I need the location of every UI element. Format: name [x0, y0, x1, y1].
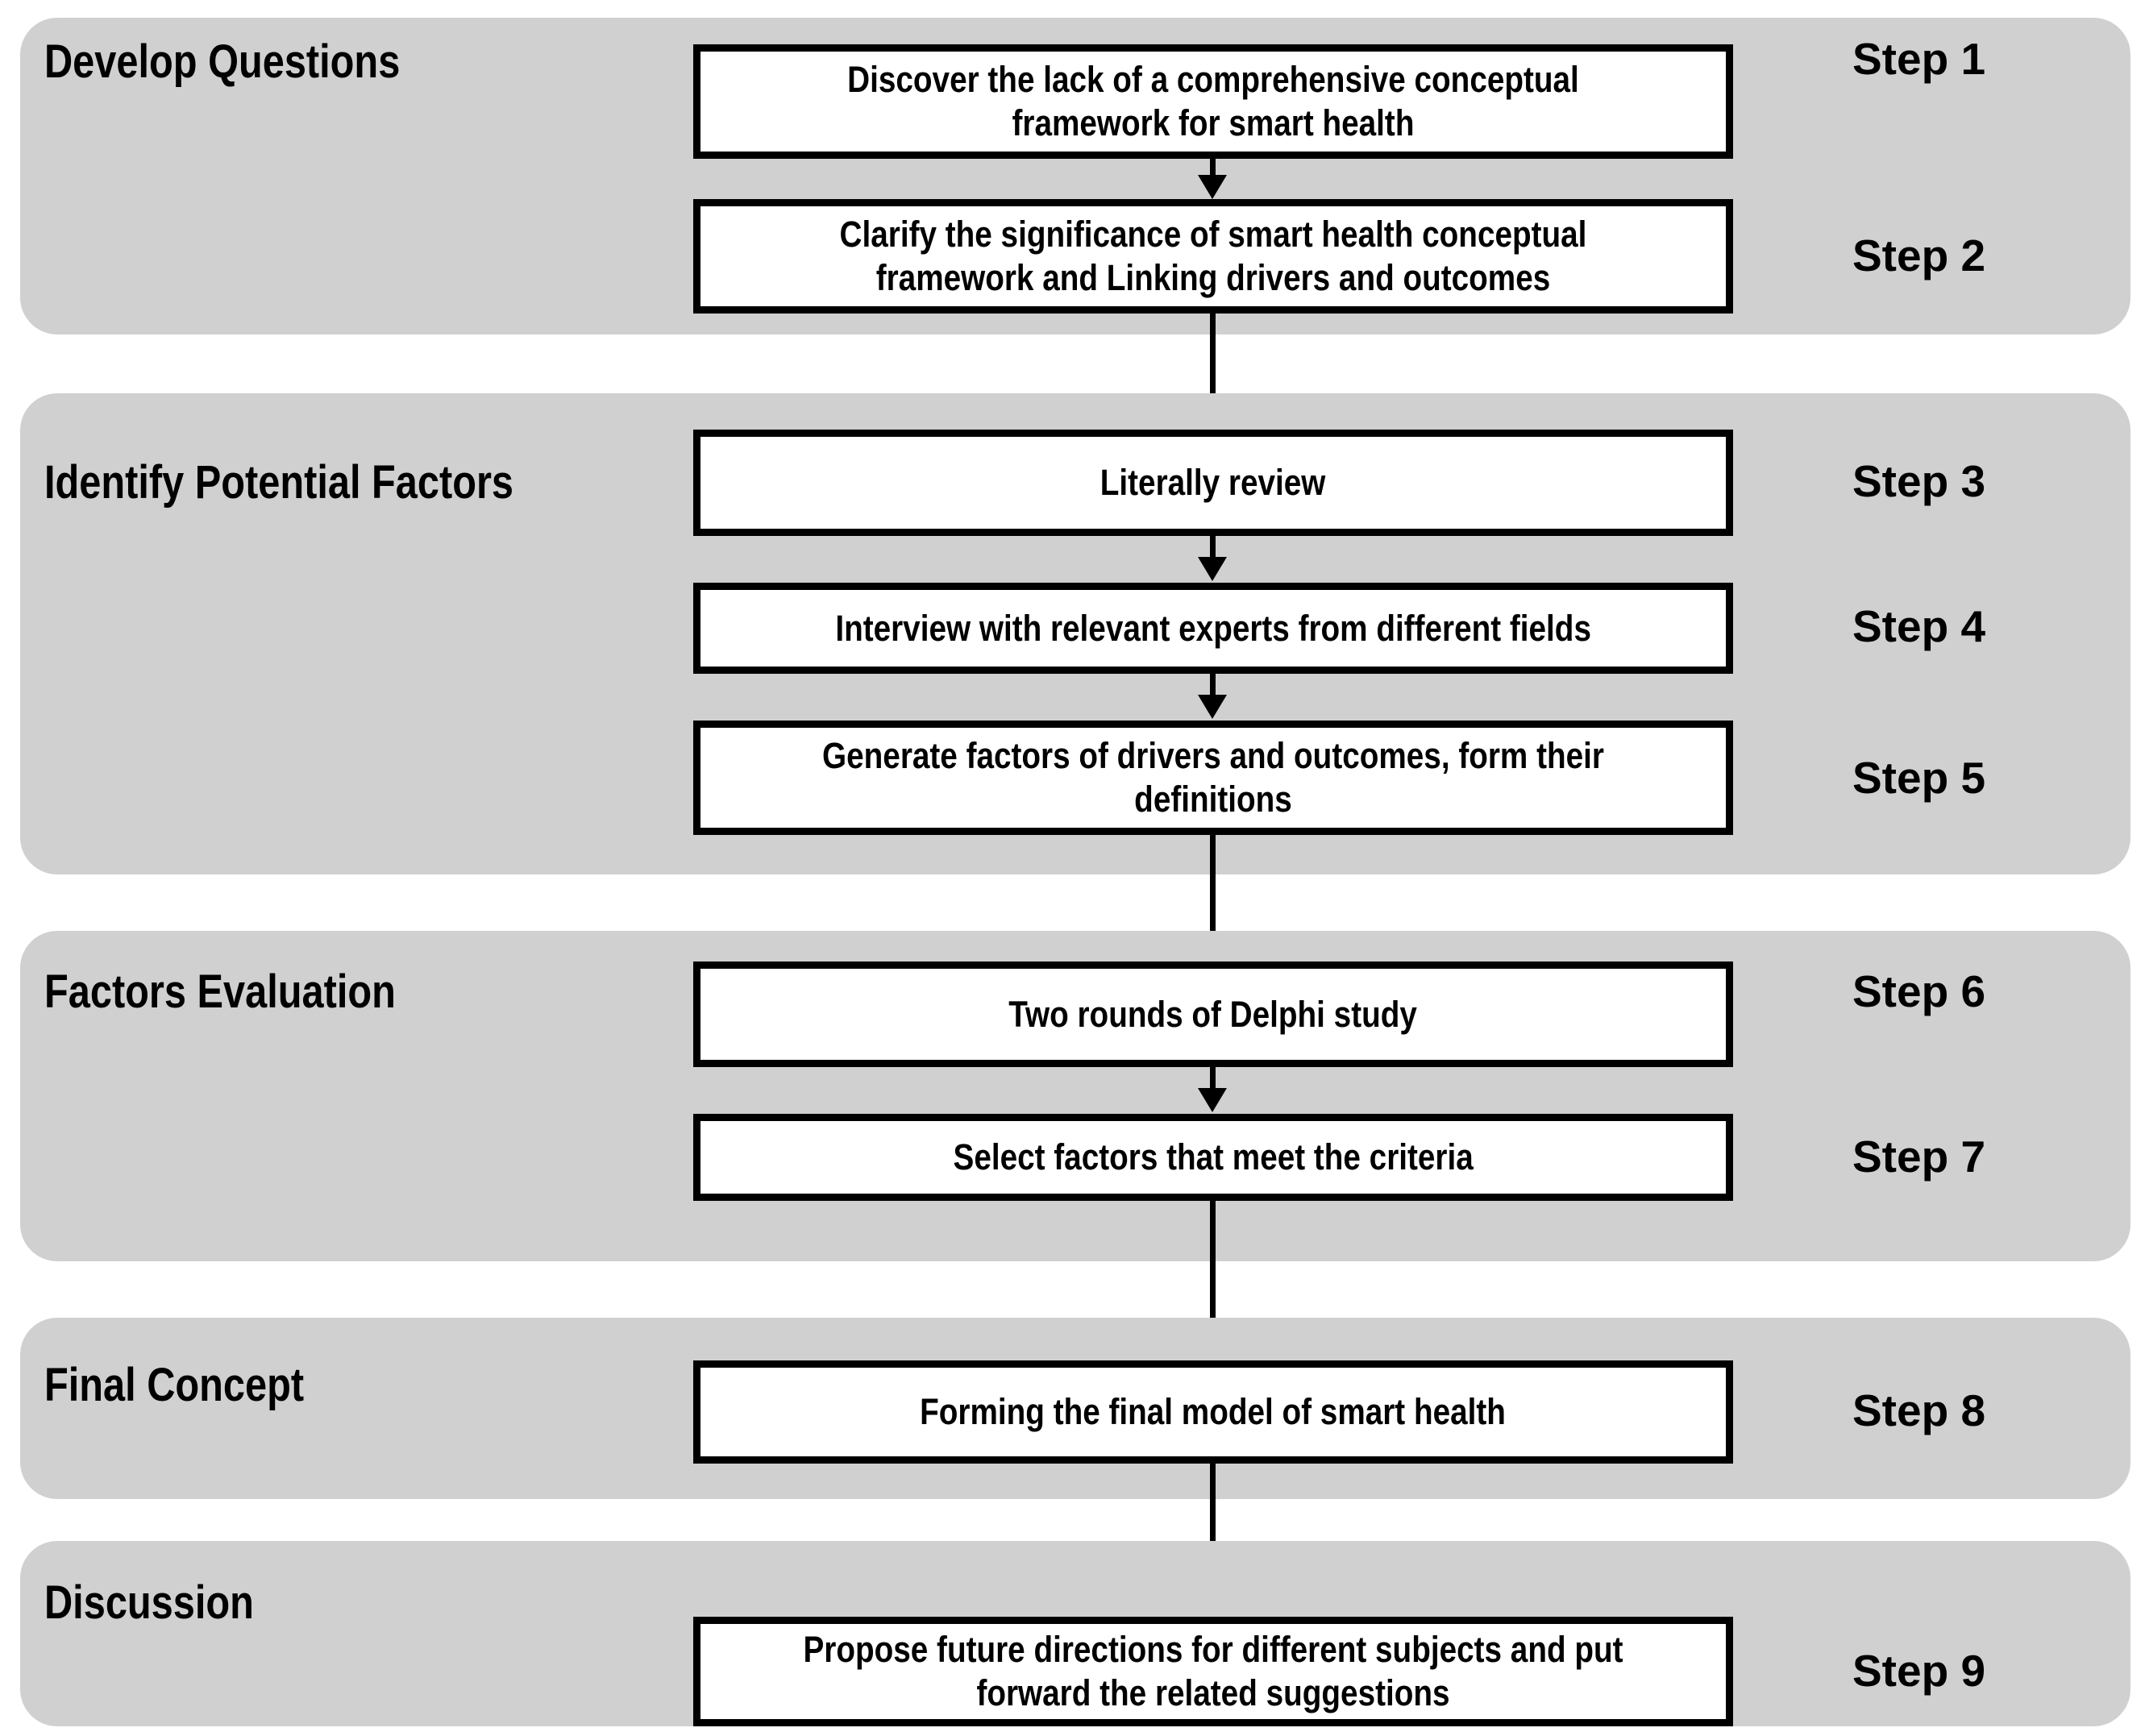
process-box-step-2[interactable]: Clarify the significance of smart health…: [693, 199, 1733, 314]
step-label-step-4: Step 4: [1852, 601, 1986, 651]
process-box-step-3-text: Literally review: [1100, 462, 1326, 503]
stage-label-discussion: Discussion: [44, 1576, 254, 1629]
process-box-step-6[interactable]: Two rounds of Delphi study: [693, 961, 1733, 1067]
stage-label-develop-questions: Develop Questions: [44, 35, 401, 88]
process-box-step-8-text: Forming the final model of smart health: [920, 1391, 1507, 1432]
connector-step-4-to-step-5: [1198, 674, 1227, 722]
process-box-step-6-text: Two rounds of Delphi study: [1008, 993, 1418, 1035]
step-label-step-6: Step 6: [1852, 966, 1986, 1016]
process-box-step-5[interactable]: Generate factors of drivers and outcomes…: [693, 721, 1733, 835]
process-box-step-1[interactable]: Discover the lack of a comprehensive con…: [693, 44, 1733, 159]
process-box-step-9[interactable]: Propose future directions for different …: [693, 1617, 1733, 1726]
connector-step-3-to-step-4: [1198, 536, 1227, 584]
step-label-step-5: Step 5: [1852, 753, 1986, 803]
process-box-step-4[interactable]: Interview with relevant experts from dif…: [693, 583, 1733, 674]
process-box-step-7[interactable]: Select factors that meet the criteria: [693, 1114, 1733, 1201]
stage-label-factors-evaluation: Factors Evaluation: [44, 966, 396, 1018]
stage-label-final-concept: Final Concept: [44, 1359, 305, 1411]
step-label-step-8: Step 8: [1852, 1385, 1986, 1435]
step-label-step-1: Step 1: [1852, 34, 1986, 84]
process-box-step-5-text: Generate factors of drivers and outcomes…: [822, 735, 1604, 820]
step-label-step-2: Step 2: [1852, 230, 1986, 280]
process-box-step-1-text: Discover the lack of a comprehensive con…: [847, 59, 1579, 143]
process-box-step-4-text: Interview with relevant experts from dif…: [835, 607, 1591, 649]
process-box-step-3[interactable]: Literally review: [693, 430, 1733, 536]
process-box-step-8[interactable]: Forming the final model of smart health: [693, 1360, 1733, 1464]
process-box-step-2-text: Clarify the significance of smart health…: [839, 214, 1587, 298]
connector-step-6-to-step-7: [1198, 1067, 1227, 1115]
process-box-step-9-text: Propose future directions for different …: [803, 1629, 1623, 1713]
step-label-step-3: Step 3: [1852, 456, 1986, 506]
step-label-step-7: Step 7: [1852, 1132, 1986, 1182]
stage-label-identify-potential-factors: Identify Potential Factors: [44, 456, 514, 509]
process-box-step-7-text: Select factors that meet the criteria: [953, 1136, 1474, 1177]
connector-step-1-to-step-2: [1198, 159, 1227, 199]
step-label-step-9: Step 9: [1852, 1646, 1986, 1696]
